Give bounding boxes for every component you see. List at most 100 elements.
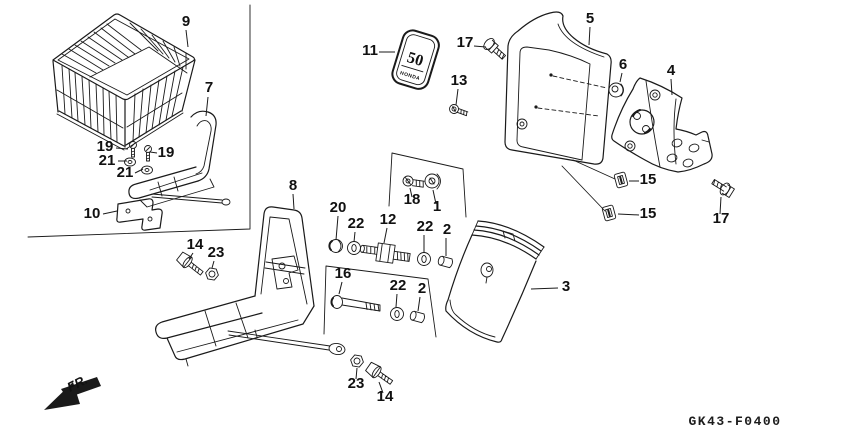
bolt-17-upper: [483, 38, 506, 60]
diagram-code: GK43-F0400: [688, 414, 781, 429]
grommet-6: [608, 82, 624, 98]
leader-line-15: [617, 213, 640, 216]
leader-line-19: [149, 151, 158, 154]
washer-22-c: [390, 307, 404, 321]
part-label-20: 20: [330, 199, 347, 216]
clip-nut-15-upper: [613, 171, 629, 189]
leader-line-17: [719, 196, 722, 215]
front-cover-5: [504, 11, 616, 212]
emblem-11: 50 HONDA: [391, 29, 440, 90]
part-label-19: 19: [158, 144, 175, 161]
adjusting-bolt-12: [359, 242, 411, 264]
part-label-17: 17: [713, 210, 730, 227]
part-label-6: 6: [619, 56, 627, 73]
leader-line-12: [383, 227, 388, 244]
bolt-17-lower: [711, 179, 735, 198]
cap-20: [328, 239, 343, 253]
screw-18: [402, 175, 425, 188]
emblem-brand: HONDA: [399, 70, 421, 82]
basket-wires-front-left: [61, 65, 118, 143]
carrier-frame-8: [155, 206, 346, 367]
basket-bracket-7: [128, 110, 231, 208]
part-label-14: 14: [377, 388, 394, 405]
collar-2-b: [409, 310, 425, 324]
screw-group-box-18-1: [388, 152, 467, 218]
nut-21-right: [141, 165, 153, 175]
part-label-10: 10: [84, 205, 101, 222]
leader-line-8: [292, 193, 295, 210]
screw-19-left: [129, 141, 137, 158]
part-label-15: 15: [640, 171, 657, 188]
part-label-17: 17: [457, 34, 474, 51]
leader-line-23: [355, 367, 358, 380]
part-label-2: 2: [443, 221, 451, 238]
bolt-16: [330, 295, 381, 312]
leader-line-23: [211, 260, 215, 269]
part-label-13: 13: [451, 72, 468, 89]
emblem-number: 50: [405, 49, 425, 70]
leader-line-3: [530, 287, 559, 290]
part-label-18: 18: [404, 191, 421, 208]
leader-line-17: [473, 45, 487, 48]
part-label-16: 16: [335, 265, 352, 282]
leader-line-7: [205, 96, 209, 117]
bolt-group-box-16-22-2: [323, 265, 437, 338]
part-label-15: 15: [640, 205, 657, 222]
part-label-3: 3: [562, 278, 570, 295]
part-label-22: 22: [348, 215, 365, 232]
part-label-21: 21: [117, 164, 134, 181]
flange-nut-23-upper: [205, 267, 219, 281]
nut-21-left: [124, 157, 136, 167]
leader-line-9: [185, 29, 189, 48]
part-label-19: 19: [97, 138, 114, 155]
leader-line-14: [378, 381, 384, 394]
clip-nut-15-lower: [601, 204, 617, 222]
part-label-7: 7: [205, 79, 213, 96]
basket-group-border: [27, 4, 251, 238]
leader-line-2: [417, 296, 421, 312]
washer-22-a: [347, 241, 361, 255]
part-label-5: 5: [586, 10, 594, 27]
basket-wires-back: [61, 22, 187, 74]
part-label-22: 22: [417, 218, 434, 235]
leader-line-20: [335, 215, 339, 241]
part-label-12: 12: [380, 211, 397, 228]
flange-nut-23-lower: [350, 354, 364, 368]
leader-line-5: [588, 26, 591, 46]
screw-13: [449, 104, 469, 117]
front-lower-cover-3: [445, 220, 545, 343]
setting-plate-10: [116, 198, 163, 231]
leader-line-21: [134, 168, 144, 174]
leader-line-4: [670, 78, 673, 96]
flange-bolt-14-upper: [176, 251, 204, 276]
leader-line-22: [353, 231, 356, 243]
leader-line-22: [395, 293, 398, 308]
part-label-9: 9: [182, 13, 190, 30]
leader-line-13: [455, 88, 459, 106]
screw-19-right: [144, 145, 152, 162]
washer-22-b: [417, 252, 431, 266]
leader-line-19: [115, 147, 129, 150]
inner-cover-4: [611, 77, 713, 173]
part-label-21: 21: [99, 152, 116, 169]
part-label-1: 1: [433, 198, 441, 215]
leader-line-6: [619, 72, 623, 83]
part-label-11: 11: [362, 42, 378, 59]
fr-direction-arrow: FR.: [44, 372, 101, 410]
leader-line-14: [188, 252, 194, 260]
part-label-8: 8: [289, 177, 297, 194]
leader-line-16: [338, 281, 343, 295]
basket-wires-front-right: [132, 66, 184, 142]
flange-bolt-14-lower: [365, 361, 394, 385]
nut-1: [424, 173, 441, 190]
part-label-23: 23: [348, 375, 365, 392]
wire-basket-9: [52, 13, 196, 151]
collar-2-a: [437, 255, 453, 269]
leader-line-10: [102, 210, 118, 215]
leader-line-18: [409, 187, 413, 198]
part-label-4: 4: [667, 62, 676, 79]
part-label-2: 2: [418, 280, 426, 297]
part-label-14: 14: [187, 236, 204, 253]
